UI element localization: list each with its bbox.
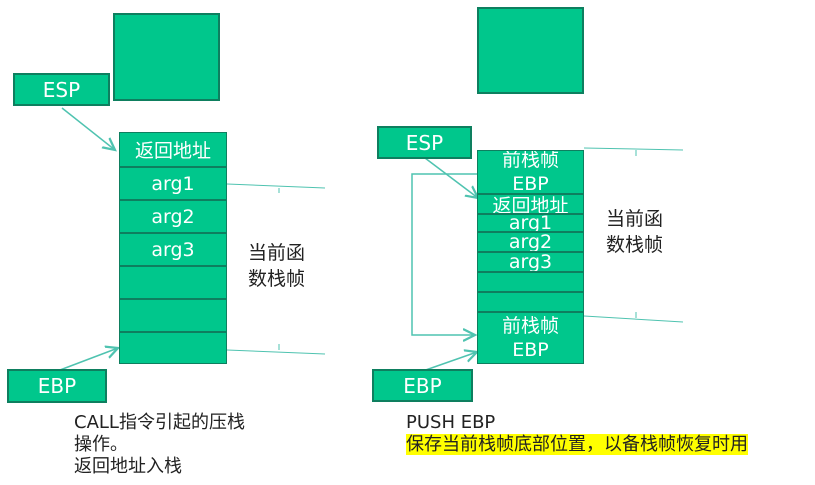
right-stack-cell-arg2: arg2: [477, 232, 584, 252]
left-esp-label: ESP: [13, 73, 110, 106]
right-stack-cell-prev-ebp-bottom: 前栈帧 EBP: [477, 312, 584, 364]
right-ebp-arrow: [419, 352, 477, 373]
right-frame-label-line2: 数栈帧: [606, 234, 664, 256]
left-stack-cell-arg1: arg1: [119, 167, 227, 200]
left-stack-cell-arg2: arg2: [119, 200, 227, 233]
right-esp-arrow: [424, 157, 478, 198]
right-caption: PUSH EBP 保存当前栈帧底部位置，以备栈帧恢复时用: [406, 412, 748, 456]
left-top-block: [113, 13, 220, 101]
right-stack-cell-arg1: arg1: [477, 214, 584, 232]
right-prev-ebp-bottom-line1: 前栈帧: [501, 315, 559, 337]
right-esp-label: ESP: [377, 126, 472, 159]
left-stack-cell-arg3: arg3: [119, 233, 227, 266]
right-prev-ebp-bottom-line2: EBP: [512, 339, 549, 361]
right-caption-line1: PUSH EBP: [406, 412, 496, 433]
right-frame-top-line: [583, 147, 684, 151]
right-ebp-label: EBP: [372, 369, 473, 402]
right-top-block: [477, 7, 584, 94]
left-caption-line1: CALL指令引起的压栈: [74, 412, 245, 433]
left-stack-cell-empty: [119, 299, 227, 332]
right-stack-cell-empty: [477, 272, 584, 292]
left-stack-cell-return-address: 返回地址: [119, 132, 227, 167]
right-ebp-link: [411, 173, 478, 335]
left-caption-line2: 操作。: [74, 434, 128, 455]
right-stack-cell-arg3: arg3: [477, 252, 584, 272]
left-caption: CALL指令引起的压栈 操作。 返回地址入栈: [74, 412, 245, 478]
left-frame-label-line1: 当前函: [248, 242, 306, 264]
right-prev-ebp-top-line2: EBP: [512, 173, 549, 194]
right-prev-ebp-top-line1: 前栈帧: [501, 150, 559, 171]
left-frame-bottom-line: [226, 349, 326, 355]
left-stack-cell-empty: [119, 332, 227, 364]
left-frame-top-line: [226, 183, 326, 189]
left-esp-arrow: [61, 107, 115, 150]
right-stack-cell-return-address: 返回地址: [477, 194, 584, 214]
left-ebp-label: EBP: [7, 369, 107, 403]
right-frame-bottom-line: [583, 315, 684, 323]
left-frame-label-line2: 数栈帧: [248, 268, 306, 290]
right-frame-label: 当前函 数栈帧: [606, 206, 663, 258]
left-frame-label: 当前函 数栈帧: [248, 240, 305, 292]
right-frame-label-line1: 当前函: [606, 208, 664, 230]
left-caption-line3: 返回地址入栈: [74, 456, 182, 477]
left-stack-cell-empty: [119, 266, 227, 299]
right-caption-highlight: 保存当前栈帧底部位置，以备栈帧恢复时用: [406, 434, 748, 455]
left-ebp-arrow: [59, 348, 118, 371]
right-stack-cell-prev-ebp-top: 前栈帧 EBP: [477, 150, 584, 194]
right-stack-cell-empty: [477, 292, 584, 312]
